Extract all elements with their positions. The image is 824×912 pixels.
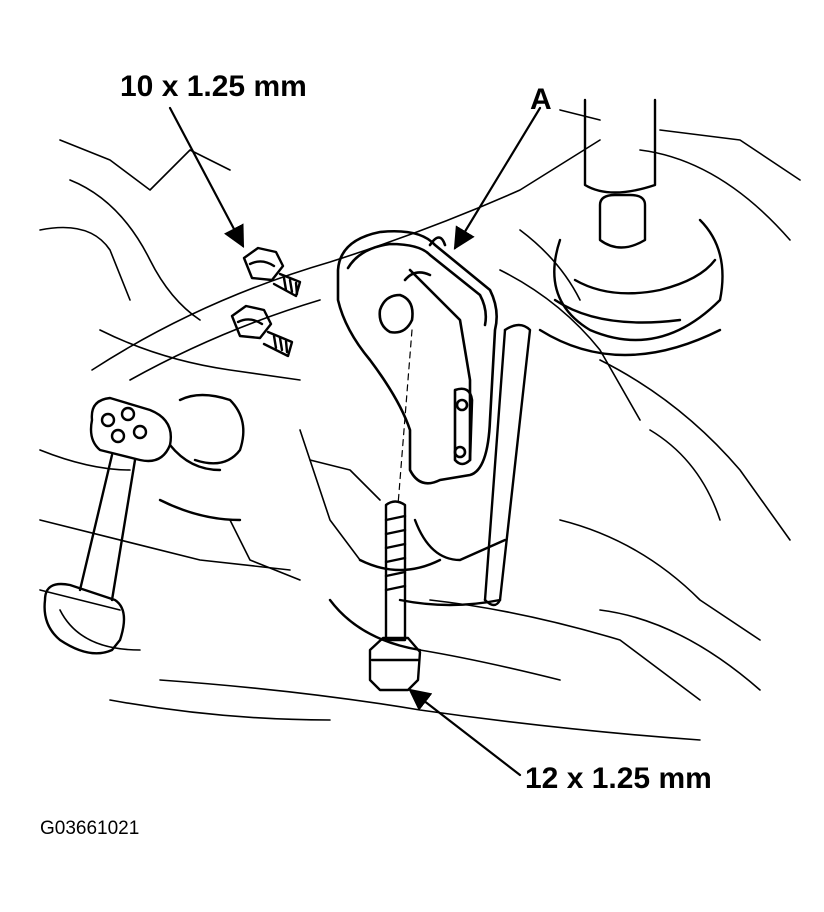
stabilizer-link: [43, 393, 245, 655]
arrow-lower-bolt: [408, 688, 522, 777]
background-frame: [39, 109, 801, 741]
bracket-a: [336, 230, 498, 485]
upper-bolt-callout: 10 x 1.25 mm: [120, 70, 307, 103]
bracket-a-callout: A: [530, 83, 552, 116]
shock-absorber: [538, 98, 724, 357]
arrow-upper-bolt: [168, 106, 245, 248]
arrow-bracket-a: [453, 106, 542, 250]
figure-id: G03661021: [40, 818, 140, 839]
lower-bolt: [368, 500, 422, 692]
lower-bolt-callout: 12 x 1.25 mm: [525, 762, 712, 795]
upper-bolt-2: [230, 304, 294, 358]
leader-arrows: [168, 106, 542, 777]
upper-bolt-1: [242, 246, 302, 298]
subframe-arm: [328, 323, 532, 652]
bolt-axis-line: [397, 329, 413, 506]
